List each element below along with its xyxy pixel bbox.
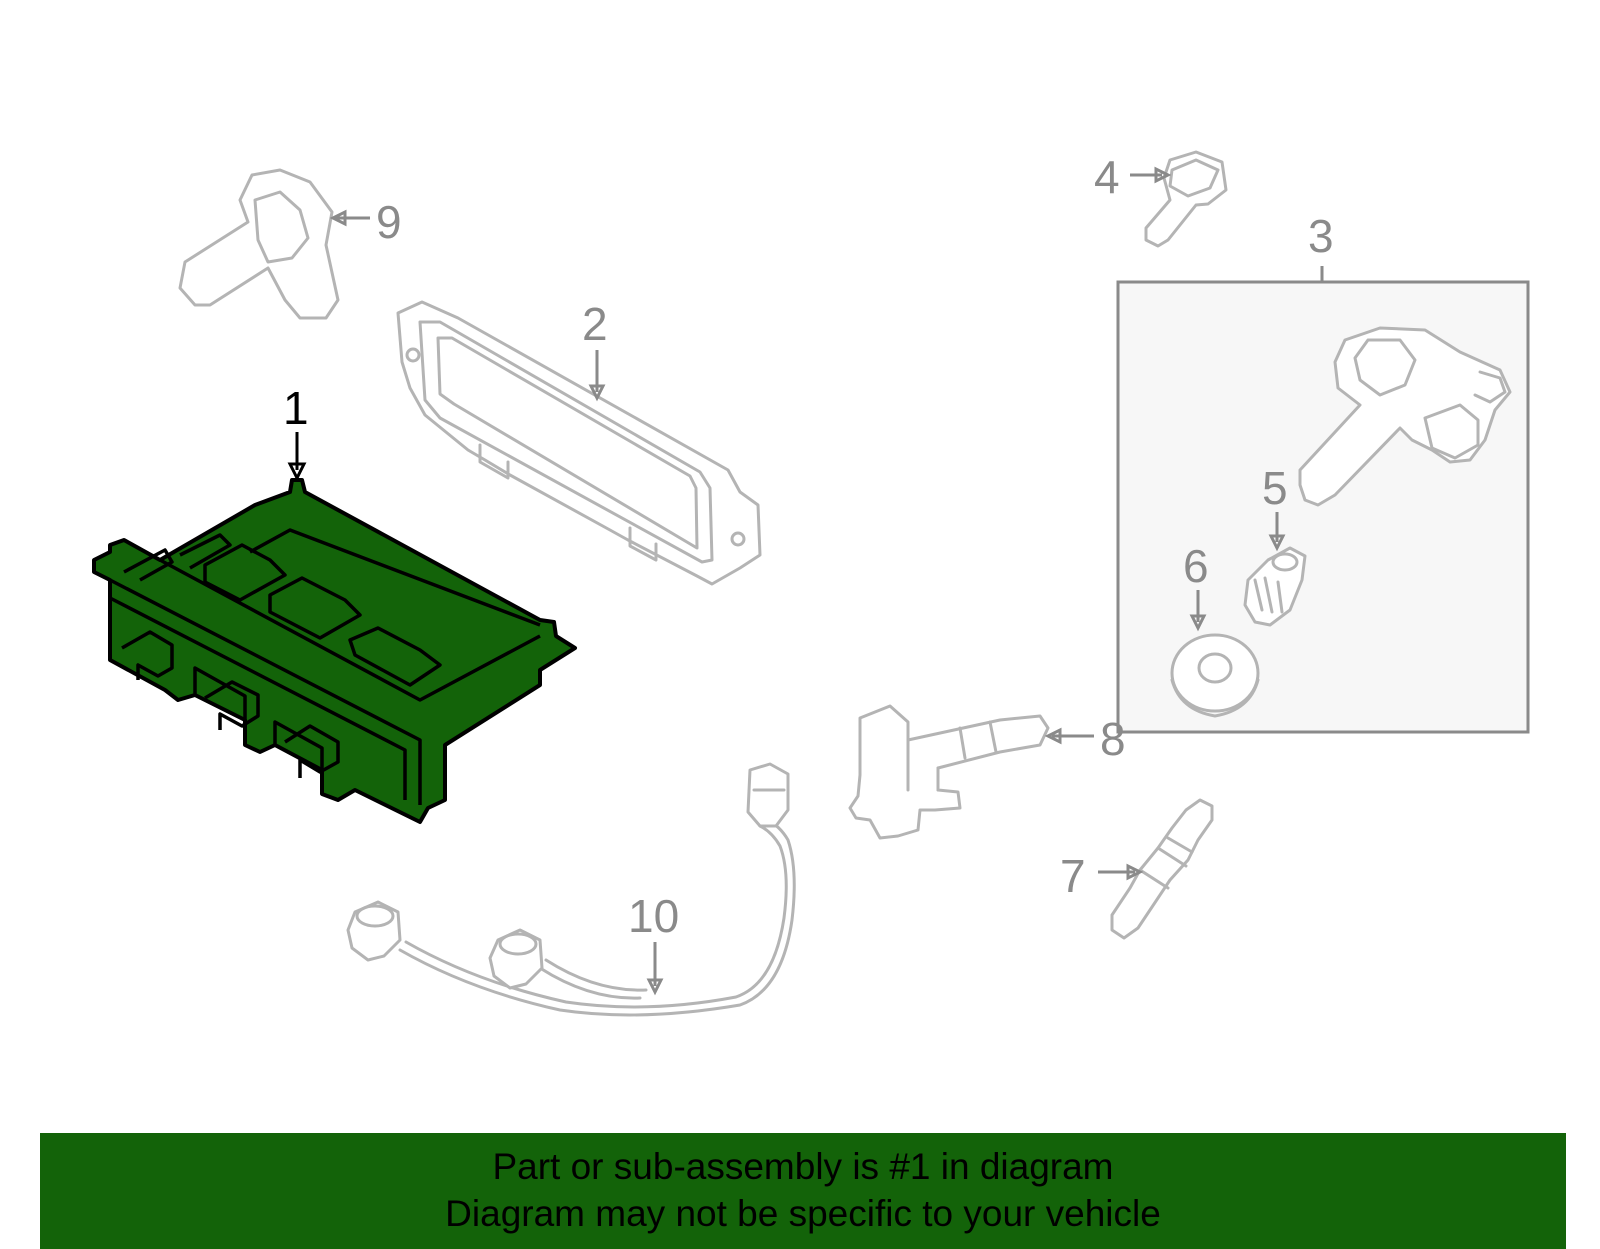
callout-label-10: 10	[628, 890, 679, 942]
callout-7: 7	[1060, 850, 1144, 902]
callout-8: 8	[1044, 713, 1126, 765]
callout-label-6: 6	[1183, 540, 1209, 592]
callout-2: 2	[582, 298, 608, 402]
callout-4: 4	[1094, 151, 1172, 203]
part-6-seal-ring[interactable]	[1170, 633, 1260, 718]
callout-1: 1	[283, 382, 309, 482]
part-9-bracket-bolt[interactable]	[178, 168, 340, 320]
callout-6: 6	[1183, 540, 1209, 632]
info-banner: Part or sub-assembly is #1 in diagram Di…	[40, 1133, 1566, 1249]
callout-label-4: 4	[1094, 151, 1120, 203]
callout-3: 3	[1308, 210, 1334, 282]
banner-line-2: Diagram may not be specific to your vehi…	[445, 1193, 1161, 1234]
part-5-coil-boot[interactable]	[1243, 546, 1307, 627]
part-1-engine-control-module[interactable]	[92, 478, 577, 824]
callout-label-7: 7	[1060, 850, 1086, 902]
callout-label-3: 3	[1308, 210, 1334, 262]
part-2-gasket[interactable]	[396, 300, 762, 586]
callout-label-8: 8	[1100, 713, 1126, 765]
part-8-sensor[interactable]	[848, 704, 1050, 840]
part-7-spark-plug[interactable]	[1110, 798, 1214, 940]
callout-label-1: 1	[283, 382, 309, 434]
banner-line-1: Part or sub-assembly is #1 in diagram	[492, 1146, 1114, 1187]
part-4-bolt[interactable]	[1144, 150, 1228, 248]
callout-label-9: 9	[376, 196, 402, 248]
part-10-knock-sensor-harness[interactable]	[346, 762, 796, 1017]
callout-10: 10	[628, 890, 679, 996]
callout-label-5: 5	[1262, 462, 1288, 514]
callout-5: 5	[1262, 462, 1288, 552]
callout-label-2: 2	[582, 298, 608, 350]
callout-9: 9	[329, 196, 402, 248]
